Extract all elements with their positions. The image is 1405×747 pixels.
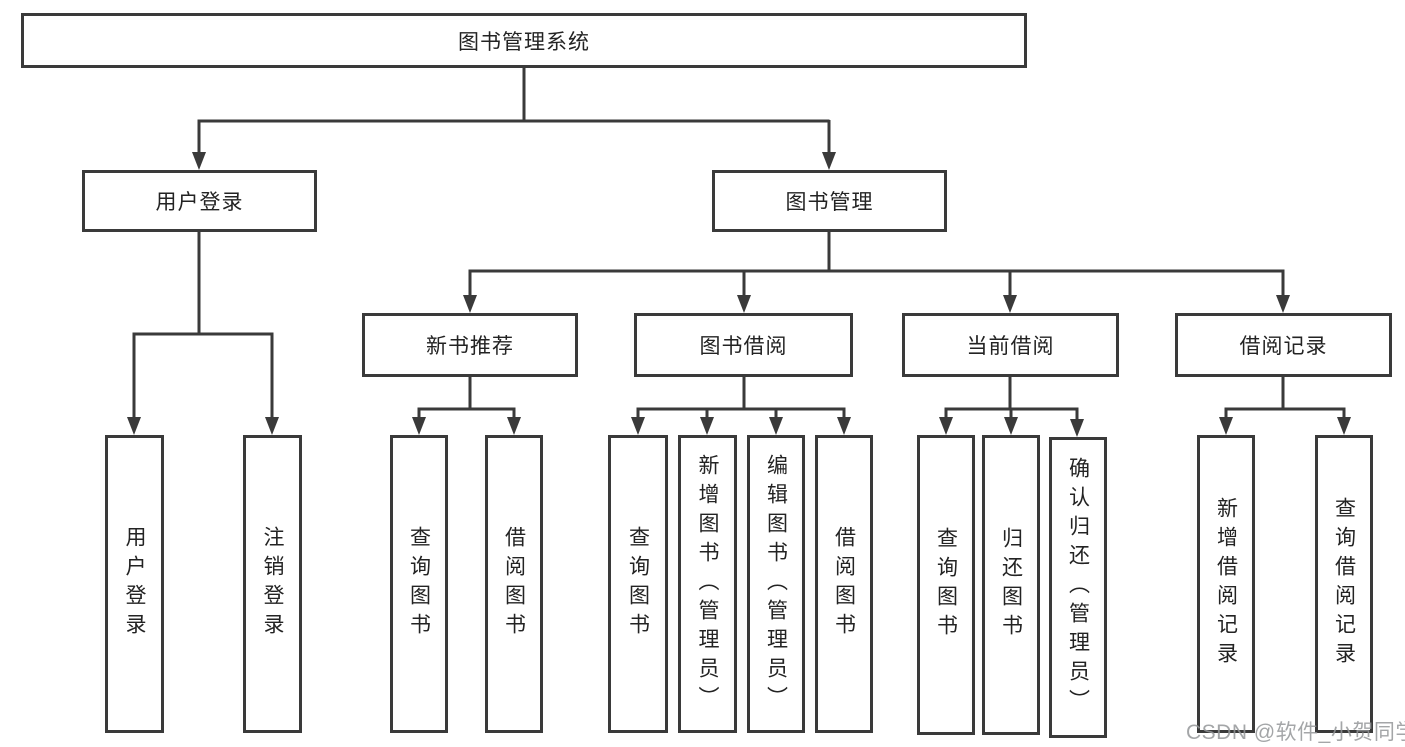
leaf-borrow-books-borrowing: 借阅图书 <box>815 435 873 733</box>
leaf-label: 查询图书 <box>626 526 650 642</box>
node-label: 借阅记录 <box>1239 335 1328 358</box>
leaf-label: 借阅图书 <box>502 526 526 642</box>
node-current-borrowing: 当前借阅 <box>902 313 1119 377</box>
leaf-label: 归还图书 <box>999 527 1023 643</box>
node-label: 新书推荐 <box>426 335 514 358</box>
node-label: 用户登录 <box>155 191 244 214</box>
connector-newbooks-to-leaves <box>417 377 516 419</box>
node-library-management-system: 图书管理系统 <box>21 13 1027 68</box>
arrowheads <box>127 152 1351 437</box>
connector-currentborrow-to-leaves <box>944 377 1079 421</box>
node-book-borrowing: 图书借阅 <box>634 313 853 377</box>
connector-bookmgmt-to-level3 <box>468 232 1285 297</box>
leaf-return-books: 归还图书 <box>982 435 1040 735</box>
leaf-query-books-newbooks: 查询图书 <box>390 435 448 733</box>
leaf-label: 新增借阅记录 <box>1214 497 1238 671</box>
leaf-label: 注销登录 <box>261 526 284 642</box>
node-book-management: 图书管理 <box>712 170 947 232</box>
leaf-query-books-borrowing: 查询图书 <box>608 435 668 733</box>
csdn-watermark: CSDN @软件_小贺同学 <box>1186 721 1405 744</box>
leaf-label: 查询图书 <box>407 526 431 642</box>
leaf-add-borrow-record: 新增借阅记录 <box>1197 435 1255 733</box>
leaf-logout: 注销登录 <box>243 435 302 733</box>
node-new-book-recommendation: 新书推荐 <box>362 313 578 377</box>
leaf-add-books-admin: 新增图书（管理员） <box>678 435 737 733</box>
leaf-borrow-books-newbooks: 借阅图书 <box>485 435 543 733</box>
connector-bookborrow-to-leaves <box>636 377 846 419</box>
leaf-label: 编辑图书（管理员） <box>764 453 788 715</box>
node-label: 图书管理系统 <box>458 30 590 54</box>
leaf-label: 查询图书 <box>934 527 958 643</box>
connector-root-to-level2 <box>197 68 831 154</box>
leaf-query-books-current: 查询图书 <box>917 435 975 735</box>
leaf-label: 用户登录 <box>123 526 146 642</box>
leaf-label: 借阅图书 <box>832 526 856 642</box>
leaf-user-login: 用户登录 <box>105 435 164 733</box>
leaf-label: 确认归还（管理员） <box>1066 457 1090 718</box>
node-label: 图书借阅 <box>699 335 788 358</box>
leaf-confirm-return-admin: 确认归还（管理员） <box>1049 437 1107 738</box>
leaf-query-borrow-record: 查询借阅记录 <box>1315 435 1373 733</box>
node-borrowing-records: 借阅记录 <box>1175 313 1392 377</box>
connector-userlogin-to-leaves <box>132 232 274 419</box>
leaf-label: 查询借阅记录 <box>1332 497 1356 671</box>
node-label: 当前借阅 <box>966 335 1055 358</box>
connector-borrowrecords-to-leaves <box>1224 377 1346 419</box>
leaf-label: 新增图书（管理员） <box>696 453 719 715</box>
node-label: 图书管理 <box>785 191 874 214</box>
node-user-login: 用户登录 <box>82 170 317 232</box>
leaf-edit-books-admin: 编辑图书（管理员） <box>747 435 805 733</box>
